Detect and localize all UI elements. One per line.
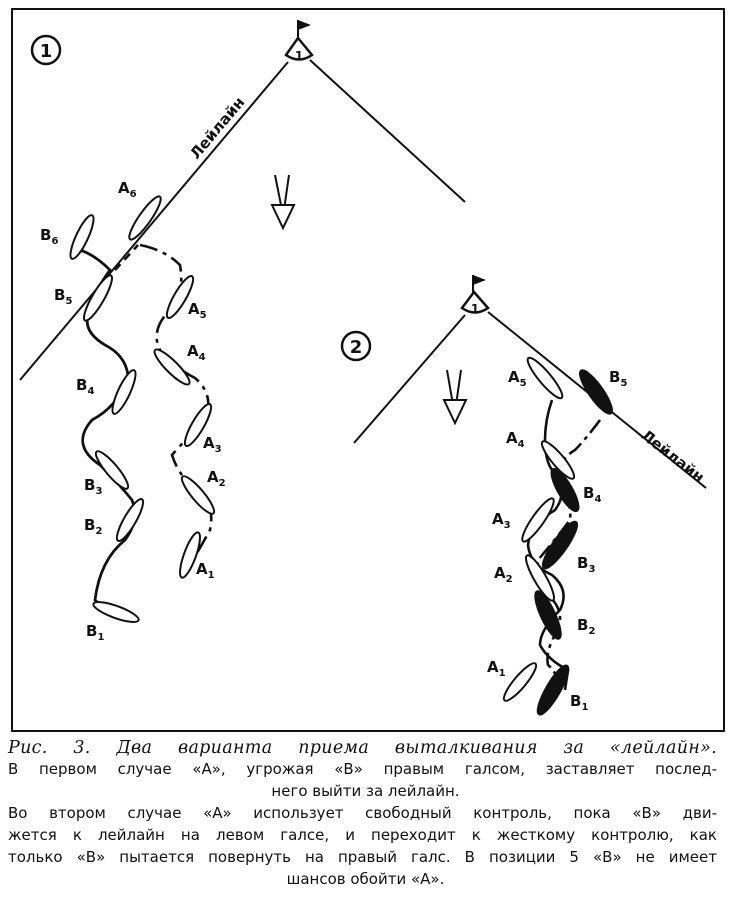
panel-2-boat-b3 <box>541 520 579 570</box>
panel-2-boat-b1 <box>536 664 570 716</box>
caption-line-2: него выйти за лейлайн. <box>271 782 460 800</box>
caption-line-3: Во втором случае «А» использует свободны… <box>8 804 717 822</box>
panel-1-labels: A1 A2 A3 A4 A5 A6 B1 B2 B3 B4 B5 B6 <box>40 179 226 643</box>
panel-1-boat-b3 <box>94 450 130 490</box>
wind-arrow-icon <box>270 174 296 231</box>
panel-2-boat-b4 <box>550 467 580 513</box>
mark-flag-icon: 1 <box>460 275 490 316</box>
diagram-figure: 1 1 Лейлайн <box>11 8 725 732</box>
panel-1-boat-b2 <box>115 498 145 542</box>
caption-line-4: жется к лейлайн на левом галсе, и перехо… <box>8 826 717 844</box>
panel-1-mark-number: 1 <box>295 49 303 63</box>
panel-2-boat-a5 <box>526 356 564 400</box>
panel-1-boat-a2 <box>180 475 216 515</box>
figure-caption: Рис. 3. Два варианта приема выталкивания… <box>0 738 731 890</box>
panel-1-boat-b5 <box>83 274 114 322</box>
panel-1-boats-a <box>128 195 216 579</box>
panel-2-label-b2: B2 <box>577 616 595 637</box>
panel-1-label-a2: A2 <box>207 468 226 489</box>
panel-2-boats-b <box>534 369 613 716</box>
panel-1-boat-a3 <box>183 403 213 447</box>
panel-2-track-b <box>536 419 602 691</box>
panel-2-label-a4: A4 <box>506 429 525 450</box>
panel-1-layline-port <box>19 61 289 381</box>
panel-1-number: 1 <box>40 41 53 62</box>
panel-2-boat-a1 <box>502 662 538 702</box>
panel-1-number-badge: 1 <box>30 34 62 66</box>
wind-arrow-icon <box>442 369 468 426</box>
panel-1-boats-b <box>69 214 145 623</box>
panel-1-boat-b4 <box>111 369 137 415</box>
panel-2-label-b4: B4 <box>583 484 601 505</box>
panel-2-labels: A1 A2 A3 A4 A5 B1 B2 B3 B4 B5 <box>487 368 627 713</box>
mark-flag-icon: 1 <box>284 20 314 63</box>
panel-2-layline-port <box>353 314 466 444</box>
panel-2-number: 2 <box>350 337 363 358</box>
panel-2-boat-a4 <box>540 440 576 480</box>
panel-2-label-b1: B1 <box>570 692 588 713</box>
panel-2-label-a2: A2 <box>494 564 513 585</box>
panel-1-boat-b6 <box>69 214 95 260</box>
panel-2-boat-b2 <box>534 590 562 640</box>
panel-2-label-b3: B3 <box>577 554 595 575</box>
panel-2-label-a1: A1 <box>487 658 506 679</box>
panel-1-boat-a1 <box>179 531 201 579</box>
panel-1-label-b3: B3 <box>84 476 102 497</box>
panel-1-label-a6: A6 <box>118 179 137 200</box>
panel-2-boats-a <box>502 356 576 702</box>
caption-line-6: шансов обойти «А». <box>286 870 445 888</box>
panel-1-label-b5: B5 <box>54 286 72 307</box>
panel-1-label-a5: A5 <box>188 300 207 321</box>
panel-1-label-a1: A1 <box>196 560 215 581</box>
panel-1-layline-starboard <box>309 59 466 203</box>
panel-2-label-b5: B5 <box>609 368 627 389</box>
panel-1-label-b1: B1 <box>86 622 104 643</box>
caption-line-1: В первом случае «А», угрожая «В» правым … <box>8 760 717 778</box>
diagram-canvas: 1 1 Лейлайн <box>19 20 708 716</box>
panel-1-label-a4: A4 <box>187 342 206 363</box>
panel-1-label-b2: B2 <box>84 516 102 537</box>
panel-2-number-badge: 2 <box>340 330 372 362</box>
panel-2-label-a5: A5 <box>508 368 527 389</box>
caption-line-5: только «В» пытается повернуть на правый … <box>8 848 717 866</box>
panel-2-mark-number: 1 <box>471 302 479 316</box>
panel-2-boat-a3 <box>521 497 555 543</box>
panel-1-boat-b1 <box>92 601 140 623</box>
figure-frame <box>11 8 725 732</box>
panel-2-boat-a2 <box>525 554 555 602</box>
panel-2-label-a3: A3 <box>492 510 511 531</box>
panel-1-label-b6: B6 <box>40 226 58 247</box>
panel-1-boat-a5 <box>165 275 195 319</box>
panel-1-label-a3: A3 <box>203 434 222 455</box>
panel-1-boat-a6 <box>128 195 162 241</box>
panel-2-boat-b5 <box>579 369 613 415</box>
panel-1-label-b4: B4 <box>76 376 94 397</box>
panel-1-boat-a4 <box>153 348 191 386</box>
caption-title: Рис. 3. Два варианта приема выталкивания… <box>8 738 717 758</box>
